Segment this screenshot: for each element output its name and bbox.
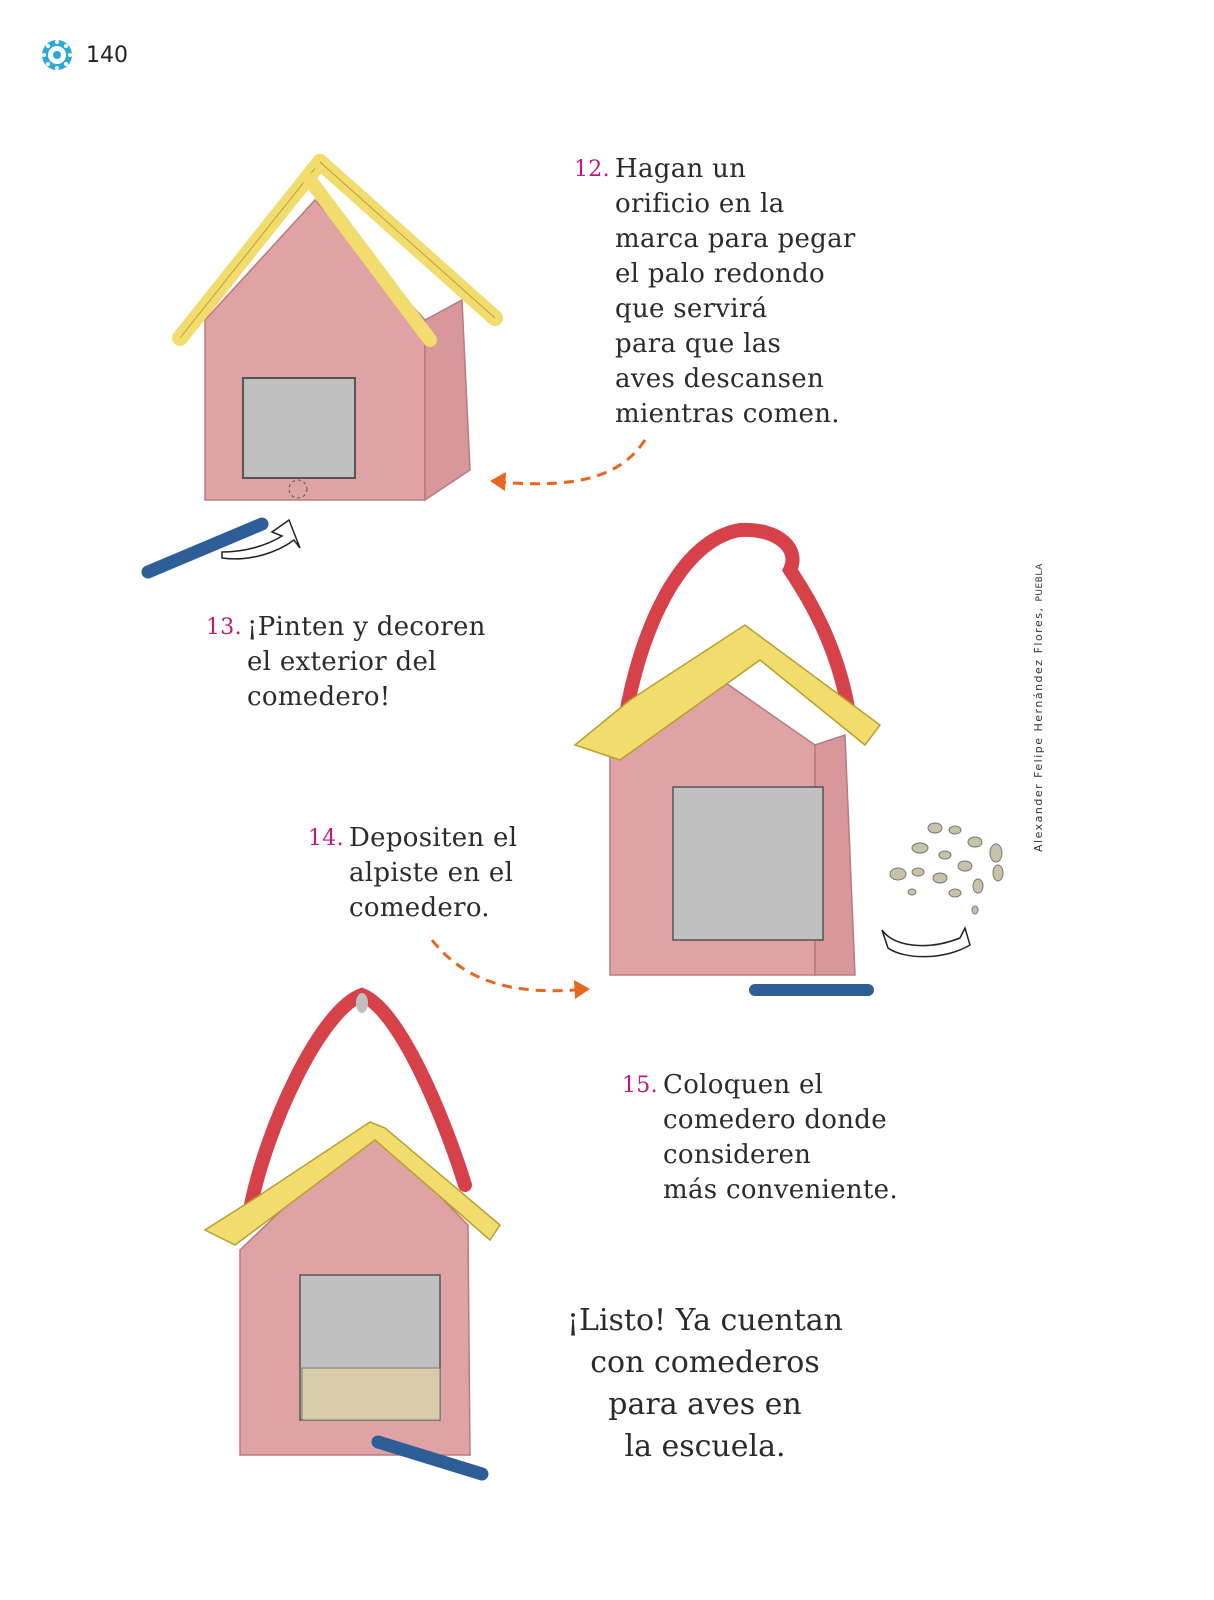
closing-message: ¡Listo! Ya cuentan con comederos para av…	[566, 1303, 844, 1464]
step-text: Depositen el alpiste en el comedero.	[349, 823, 518, 923]
step-15: 15. Coloquen el comedero donde considere…	[622, 1068, 913, 1208]
step-number: 12.	[574, 157, 610, 182]
bird-feeder-illustration-3	[203, 987, 501, 1481]
page-badge-icon	[42, 40, 72, 70]
arrow-step-14	[430, 939, 576, 993]
step-14: 14. Depositen el alpiste en el comedero.	[308, 821, 539, 926]
step-number: 15.	[622, 1073, 658, 1098]
step-text: Coloquen el comedero donde consideren má…	[663, 1070, 898, 1205]
bird-feeder-illustration-1	[141, 154, 503, 579]
bird-feeder-illustration-2	[573, 522, 1004, 996]
credit-signature: PUEBLA	[1035, 563, 1045, 602]
step-12: 12. Hagan un orificio en la marca para p…	[574, 152, 875, 432]
step-13: 13. ¡Pinten y decoren el exterior del co…	[206, 610, 497, 715]
step-number: 14.	[308, 826, 344, 851]
illustration-credit: Alexander Felipe Hernández Flores, PUEBL…	[1032, 563, 1045, 852]
credit-author: Alexander Felipe Hernández Flores	[1032, 611, 1045, 852]
arrow-step-12	[499, 439, 647, 486]
page-number: 140	[86, 42, 128, 68]
step-number: 13.	[206, 615, 242, 640]
page-number-area: 140	[40, 38, 128, 72]
step-text: Hagan un orificio en la marca para pegar…	[615, 154, 856, 429]
step-text: ¡Pinten y decoren el exterior del comede…	[247, 612, 486, 712]
